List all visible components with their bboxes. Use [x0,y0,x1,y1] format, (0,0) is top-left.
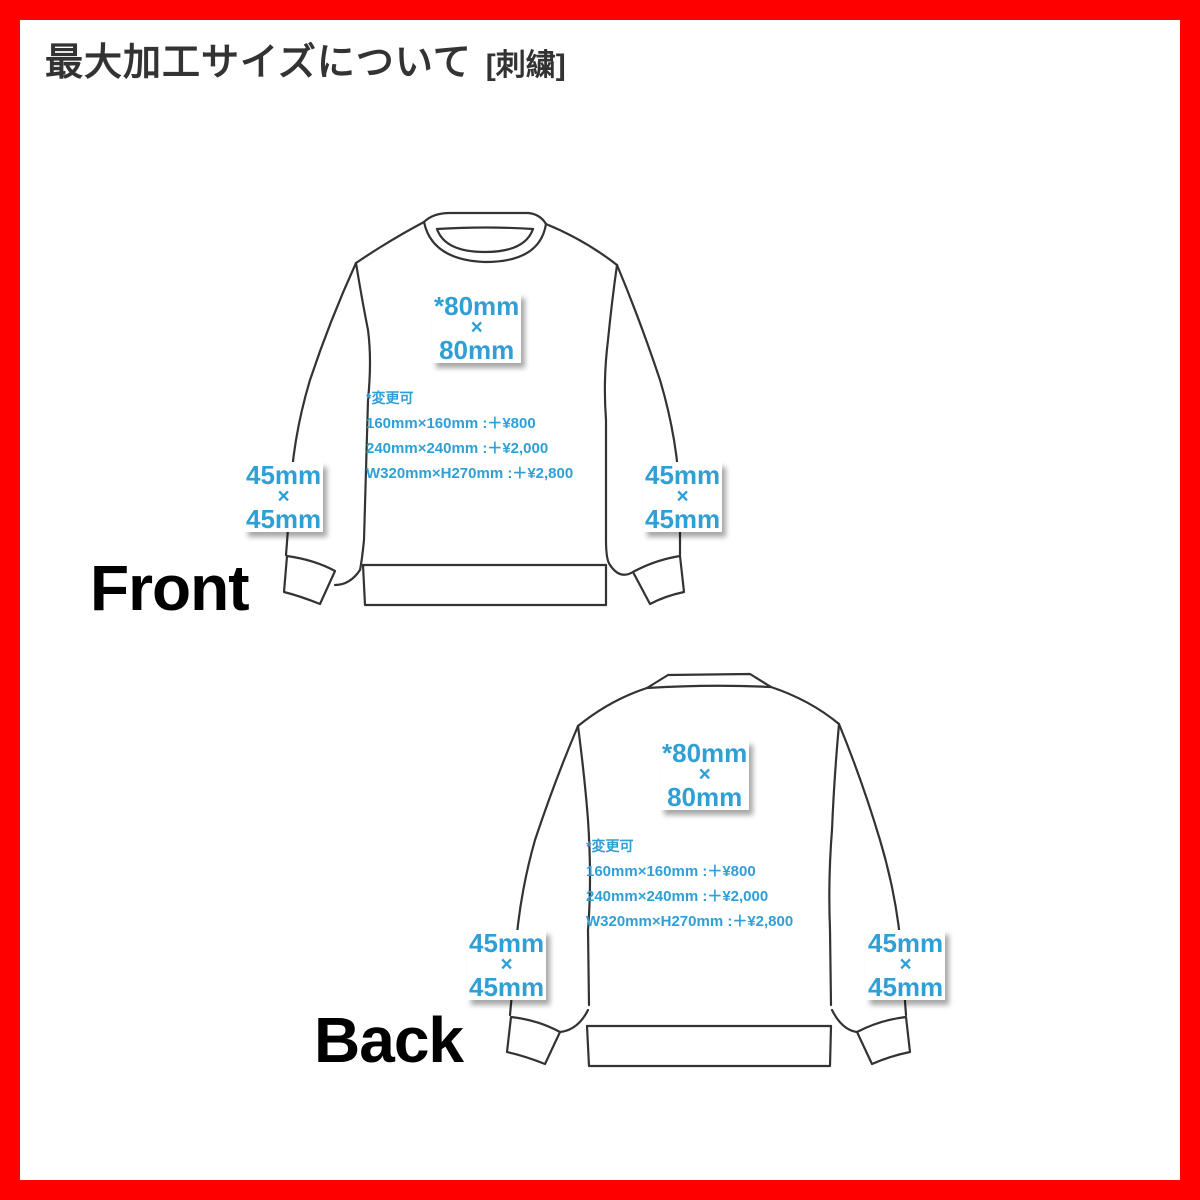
front-left-sleeve-size-label: 45mm × 45mm [244,460,324,534]
back-center-width: *80mm [662,738,748,768]
times-symbol: × [277,485,290,508]
front-right-sleeve-size-label: 45mm × 45mm [643,460,723,534]
sleeve-width: 45mm [645,460,721,490]
times-symbol: × [899,953,912,976]
back-option-item: W320mm×H270mm :＋¥2,800 [586,913,794,930]
title-main: 最大加工サイズについて [45,42,472,84]
sleeve-width: 45mm [246,460,322,490]
back-option-item: 160mm×160mm :＋¥800 [586,863,756,880]
page-canvas [20,20,1180,1180]
title-subtitle: [刺繍] [485,49,566,82]
front-chest-height: 80mm [439,334,515,365]
times-symbol: × [500,953,513,976]
front-option-item: W320mm×H270mm :＋¥2,800 [366,465,574,482]
front-option-item: 160mm×160mm :＋¥800 [366,415,536,432]
front-sweatshirt-outline [282,211,686,607]
sleeve-height: 45mm [868,971,944,1002]
back-center-height: 80mm [667,781,743,812]
back-center-size-label: *80mm × 80mm [660,738,750,812]
back-size-options: *変更可 160mm×160mm :＋¥800 240mm×240mm :＋¥2… [586,834,793,934]
front-size-options: *変更可 160mm×160mm :＋¥800 240mm×240mm :＋¥2… [366,386,573,486]
back-options-heading: *変更可 [586,838,634,854]
front-view-label: Front [90,552,249,624]
back-option-item: 240mm×240mm :＋¥2,000 [586,888,769,905]
sleeve-width: 45mm [469,928,545,958]
back-view-label: Back [314,1004,464,1076]
sleeve-height: 45mm [246,503,322,534]
page-title: 最大加工サイズについて [刺繍] [45,44,566,82]
times-symbol: × [676,485,689,508]
back-right-sleeve-size-label: 45mm × 45mm [866,928,946,1002]
front-chest-size-label: *80mm × 80mm [432,291,522,365]
sleeve-height: 45mm [469,971,545,1002]
front-options-heading: *変更可 [366,390,414,406]
front-chest-width: *80mm [434,291,520,321]
times-symbol: × [470,316,483,339]
sleeve-width: 45mm [868,928,944,958]
front-option-item: 240mm×240mm :＋¥2,000 [366,440,549,457]
back-left-sleeve-size-label: 45mm × 45mm [467,928,547,1002]
times-symbol: × [698,763,711,786]
sleeve-height: 45mm [645,503,721,534]
